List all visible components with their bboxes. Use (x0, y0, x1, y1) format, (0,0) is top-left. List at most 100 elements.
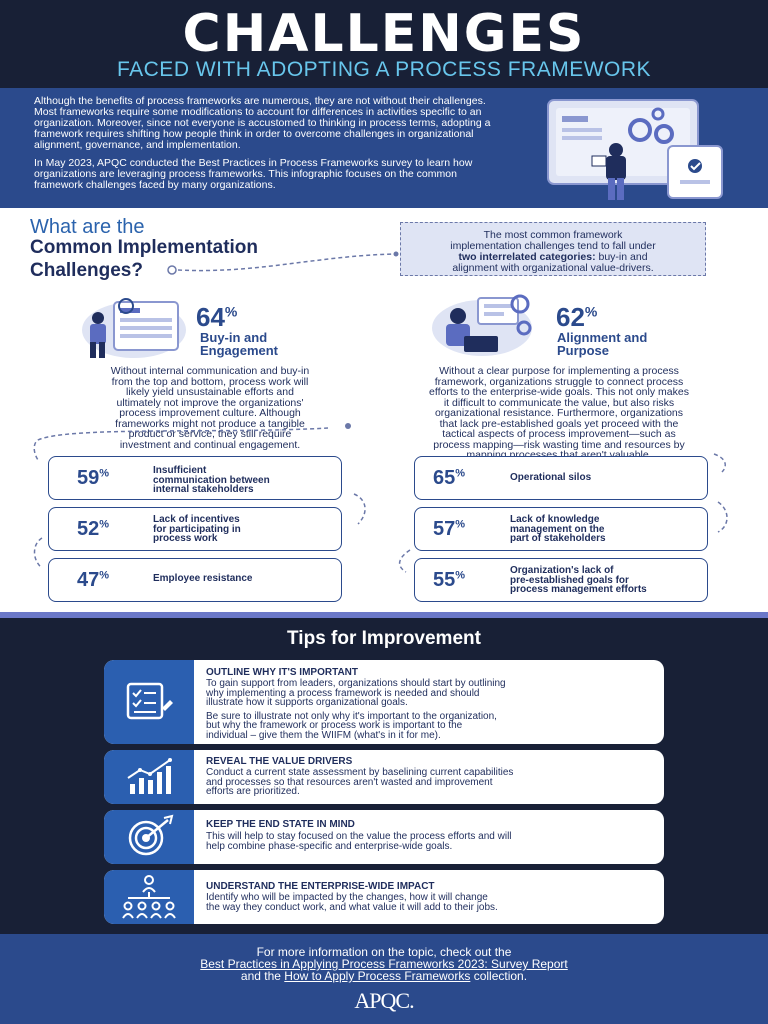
tip-body: To gain support from leaders, organizati… (206, 679, 506, 741)
dashed-connector (167, 251, 399, 275)
tip-body: This will help to stay focused on the va… (206, 832, 512, 851)
tip-line: the way they conduct work, and what valu… (206, 901, 498, 913)
tip-line: why implementing a process framework is … (206, 687, 480, 699)
categories-callout: The most common framework implementation… (400, 222, 706, 276)
stat-line: process management efforts (510, 584, 647, 595)
stat-pct: 59% (77, 467, 110, 489)
alignment-desc-line: it difficult to communicate the value, b… (443, 396, 675, 409)
stat-line: Lack of incentives (153, 514, 240, 525)
stat-pct-value: 65 (433, 467, 456, 489)
buyin-label-2: Engagement (200, 343, 279, 358)
stat-pct-value: 59 (77, 467, 100, 489)
tip-card-enterprise-impact: UNDERSTAND THE ENTERPRISE-WIDE IMPACT Id… (104, 870, 664, 924)
callout-line-4: alignment with organizational value-driv… (452, 262, 654, 274)
footer-line-2: Best Practices in Applying Process Frame… (0, 958, 768, 970)
buyin-pct-value: 64 (196, 302, 225, 332)
stat-card-knowledge: 57% Lack of knowledge management on the … (414, 507, 708, 551)
stat-line: Employee resistance (153, 573, 253, 584)
callout-line-2: implementation challenges tend to fall u… (450, 240, 656, 252)
stat-line: Operational silos (510, 472, 592, 483)
alignment-desc-line: process mapping—risk wasting time and re… (433, 438, 685, 451)
alignment-pct-value: 62 (556, 302, 585, 332)
footer-collection-word: collection. (470, 969, 528, 983)
dashboard-person-illustration (82, 298, 186, 358)
stat-card-goals: 55% Organization's lack of pre-establish… (414, 558, 708, 602)
frameworks-collection-link[interactable]: How to Apply Process Frameworks (284, 969, 471, 983)
stat-pct-value: 47 (77, 569, 100, 591)
footer-line-1: For more information on the topic, check… (256, 945, 512, 959)
stat-card-communication: 59% Insufficient communication between i… (48, 456, 342, 500)
section-heading-line-1: Common Implementation (30, 237, 259, 258)
tip-card-end-state: KEEP THE END STATE IN MIND This will hel… (104, 810, 664, 864)
tip-line: This will help to stay focused on the va… (206, 831, 512, 842)
section-heading-small: What are the (30, 216, 145, 238)
callout-line-1: The most common framework (483, 229, 623, 241)
stat-line: for participating in (153, 523, 241, 535)
stat-text: Insufficient communication between inter… (153, 466, 270, 495)
stat-text: Employee resistance (153, 574, 253, 584)
stat-line: internal stakeholders (153, 484, 254, 495)
stat-text: Lack of incentives for participating in … (153, 515, 241, 544)
intro-paragraph-2: In May 2023, APQC conducted the Best Pra… (34, 157, 473, 191)
buyin-percentage: 64% (196, 302, 238, 332)
tip-heading: KEEP THE END STATE IN MIND (206, 819, 355, 830)
buyin-desc-line: Without internal communication and buy-i… (110, 365, 310, 377)
right-dashed-connectors (398, 453, 728, 573)
tip-icon-panel (104, 870, 194, 924)
tip-line: help combine phase-specific and enterpri… (206, 840, 453, 852)
footer-panel (0, 934, 768, 1024)
alignment-desc-line: tactical aspects of process improvement—… (442, 428, 676, 440)
buyin-desc-line: frameworks might not produce a tangible (115, 417, 305, 430)
alignment-desc-line: that lack pre-established goals yet proc… (439, 417, 679, 430)
buyin-desc-line: process improvement culture. Although (119, 407, 301, 419)
tip-line: illustrate how it supports organizationa… (206, 697, 408, 709)
alignment-label-1: Alignment and (557, 330, 648, 345)
buyin-description: Without internal communication and buy-i… (40, 366, 380, 450)
stat-line: process work (153, 533, 218, 544)
stat-pct: 57% (433, 518, 466, 540)
stat-pct: 55% (433, 569, 466, 591)
tip-card-value-drivers: REVEAL THE VALUE DRIVERS Conduct a curre… (104, 750, 664, 804)
stat-line: Organization's lack of (510, 565, 614, 576)
laptop-gears-illustration (547, 99, 723, 200)
stat-line: part of stakeholders (510, 533, 606, 544)
tip-icon-panel (104, 750, 194, 804)
footer-line-3: and the How to Apply Process Frameworks … (0, 970, 768, 982)
buyin-desc-line: likely yield unsustainable efforts and (126, 386, 294, 398)
callout-bold: two interrelated categories: (458, 251, 596, 263)
buyin-label-1: Buy-in and (200, 330, 268, 345)
stat-text: Lack of knowledge management on the part… (510, 515, 606, 544)
target-icon (128, 814, 174, 856)
tip-line: Identify who will be impacted by the cha… (206, 892, 488, 903)
alignment-desc-line: mapping processes that aren't valuable. (466, 449, 652, 461)
buyin-desc-line: product or service, they still require (128, 428, 292, 440)
stat-line: Insufficient (153, 465, 207, 476)
tip-body: Identify who will be impacted by the cha… (206, 893, 498, 912)
stat-pct: 52% (77, 518, 110, 540)
tip-heading: OUTLINE WHY IT'S IMPORTANT (206, 667, 359, 678)
tip-heading: UNDERSTAND THE ENTERPRISE-WIDE IMPACT (206, 881, 435, 892)
stat-pct-value: 52 (77, 518, 100, 540)
stat-line: communication between (153, 474, 270, 486)
footer-and-the: and the (240, 969, 285, 983)
alignment-percentage: 62% (556, 302, 598, 332)
tip-icon-panel (104, 810, 194, 864)
tip-card-outline: OUTLINE WHY IT'S IMPORTANT To gain suppo… (104, 660, 664, 744)
alignment-desc-line: Without a clear purpose for implementing… (439, 365, 679, 377)
stat-card-incentives: 52% Lack of incentives for participating… (48, 507, 342, 551)
tip-line: To gain support from leaders, organizati… (206, 678, 506, 689)
stat-pct: 47% (77, 569, 110, 591)
stat-card-resistance: 47% Employee resistance (48, 558, 342, 602)
stat-text: Operational silos (510, 473, 591, 483)
tip-body: Conduct a current state assessment by ba… (206, 768, 513, 797)
stat-line: Lack of knowledge (510, 514, 600, 525)
header-banner (0, 0, 768, 88)
tip-line: and processes so that resources aren't w… (206, 776, 493, 788)
page-subtitle: FACED WITH ADOPTING A PROCESS FRAMEWORK (116, 58, 652, 81)
tip-heading: REVEAL THE VALUE DRIVERS (206, 756, 353, 767)
tips-title: Tips for Improvement (287, 628, 481, 649)
section-heading-line-2: Challenges? (30, 260, 143, 281)
alignment-desc-line: organizational resistance. Furthermore, … (434, 407, 684, 419)
buyin-desc-line: investment and continual engagement. (119, 438, 301, 451)
survey-report-link[interactable]: Best Practices in Applying Process Frame… (200, 957, 568, 971)
